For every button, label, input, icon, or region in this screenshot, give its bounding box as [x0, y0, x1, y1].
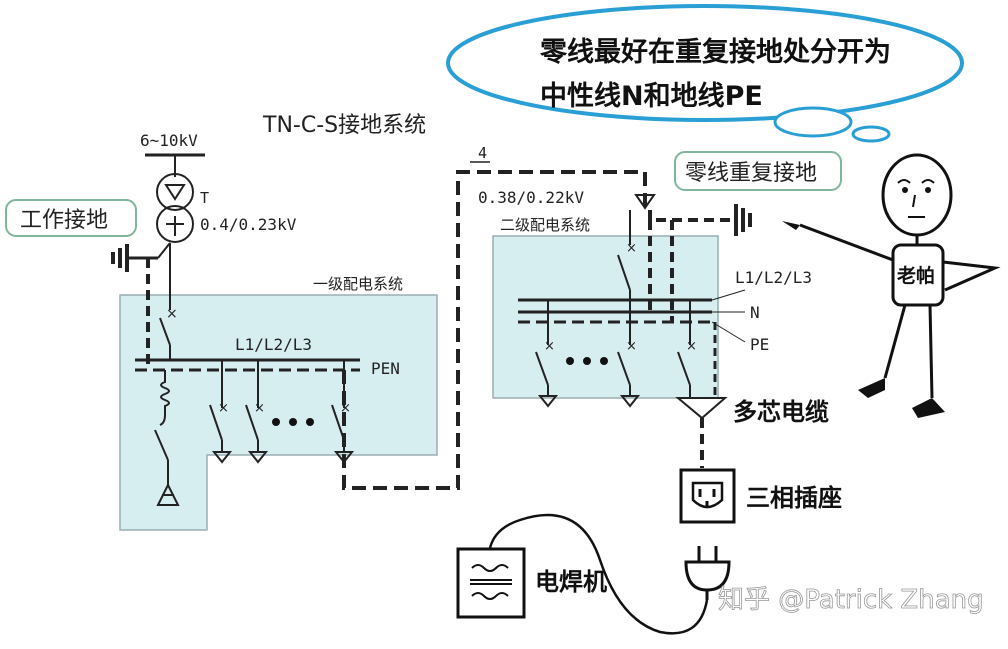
- primary-bus-label: L1/L2/L3: [235, 335, 312, 354]
- line-number: 4: [478, 144, 487, 162]
- cable-label: 多芯电缆: [733, 398, 829, 426]
- socket-icon: [679, 468, 736, 524]
- svg-text:×: ×: [626, 339, 637, 354]
- plug-icon: [684, 546, 731, 600]
- bubble-line-1: 零线最好在重复接地处分开为: [539, 37, 891, 68]
- pe-label: PE: [750, 335, 769, 354]
- secondary-bus-label: L1/L2/L3: [735, 268, 812, 287]
- welder-icon: [456, 547, 526, 619]
- socket-label: 三相插座: [746, 484, 842, 512]
- repeat-ground-label: 零线重复接地: [685, 161, 817, 186]
- secondary-voltage: 0.38/0.22kV: [478, 188, 584, 207]
- bubble-line-2: 中性线N和地线PE: [540, 81, 763, 112]
- secondary-system-label: 二级配电系统: [500, 216, 590, 234]
- source-voltage: 6~10kV: [140, 131, 198, 150]
- diagram-title: TN-C-S接地系统: [262, 113, 426, 138]
- person-label: 老帕: [897, 264, 935, 287]
- primary-system-box: [119, 294, 438, 531]
- secondary-system-box: [492, 235, 719, 399]
- transformer-symbol: [156, 173, 194, 243]
- work-ground-label: 工作接地: [20, 208, 108, 233]
- work-ground-icon: [111, 242, 171, 272]
- svg-text:×: ×: [544, 339, 555, 354]
- primary-system-label: 一级配电系统: [313, 275, 403, 293]
- feeder-cable: [342, 170, 647, 490]
- transformer-voltage: 0.4/0.23kV: [200, 215, 297, 234]
- stick-figure: 老帕: [782, 153, 1001, 418]
- welder-cable: [488, 513, 709, 635]
- svg-text:×: ×: [340, 401, 351, 416]
- pen-label: PEN: [371, 359, 400, 378]
- welder-label: 电焊机: [535, 568, 607, 596]
- svg-text:×: ×: [254, 401, 265, 416]
- secondary-branches: × × ×: [535, 300, 717, 408]
- watermark: 知乎 @Patrick Zhang: [718, 585, 984, 615]
- repeat-ground-icon: [734, 204, 752, 236]
- svg-text:×: ×: [686, 339, 697, 354]
- svg-text:×: ×: [166, 306, 178, 322]
- svg-text:×: ×: [218, 401, 229, 416]
- n-label: N: [750, 303, 760, 322]
- repeat-ground-label-box: [674, 151, 842, 191]
- speech-bubble: 零线最好在重复接地处分开为 中性线N和地线PE: [446, 4, 964, 143]
- transformer-label: T: [200, 189, 209, 207]
- svg-text:×: ×: [626, 241, 637, 256]
- work-ground-label-box: [5, 199, 137, 237]
